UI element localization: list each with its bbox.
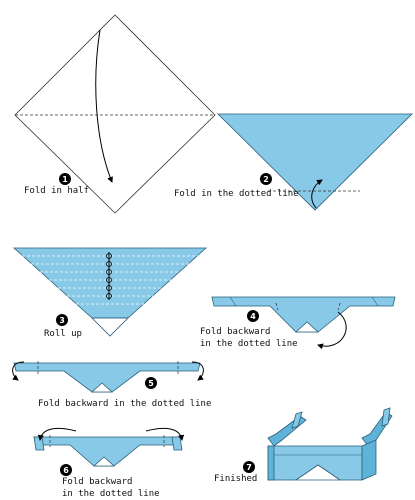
step-7-number-badge (243, 461, 255, 473)
step-7-figure (267, 407, 393, 481)
step-5-number-badge (145, 377, 157, 389)
step-2-number-badge (260, 173, 272, 185)
step-6-caption-line2: in the dotted line (62, 489, 160, 499)
step-7-label: 7 Finished (214, 461, 257, 484)
step-2-number: 2 (263, 175, 269, 184)
step-5-caption: Fold backward in the dotted line (38, 399, 211, 409)
step-1-label: 1 Fold in half (24, 173, 89, 196)
step-4-label: 4 Fold backward in the dotted line (200, 310, 298, 349)
step-7-caption: Finished (214, 474, 257, 484)
step-5-figure (12, 361, 204, 393)
step-2-caption: Fold in the dotted line (174, 189, 299, 199)
step-6-label: 6 Fold backward in the dotted line (60, 464, 160, 499)
step-3-label: 3 Roll up (44, 314, 82, 339)
step-3-caption: Roll up (44, 329, 82, 339)
step-4-figure (211, 296, 396, 350)
step-6-number-badge (60, 464, 72, 476)
step-1-figure (14, 14, 216, 214)
step-6-caption-line1: Fold backward (62, 477, 132, 487)
step-6-number: 6 (63, 466, 69, 475)
step-4-caption-line1: Fold backward (200, 327, 270, 337)
step-1-number-badge (59, 173, 71, 185)
step-3-number: 3 (59, 316, 65, 325)
step-4-caption-line2: in the dotted line (200, 339, 298, 349)
step-3-number-badge (56, 314, 68, 326)
step-4-number-badge (247, 310, 259, 322)
step-5-number: 5 (148, 379, 154, 388)
step-4-number: 4 (250, 312, 256, 321)
step-5-label: 5 Fold backward in the dotted line (38, 377, 211, 409)
step-6-figure (33, 427, 185, 467)
step-1-caption: Fold in half (24, 186, 89, 196)
step-3-figure (12, 247, 208, 337)
step-1-number: 1 (62, 175, 68, 184)
step-7-number: 7 (246, 463, 252, 472)
step-2-label: 2 Fold in the dotted line (174, 173, 299, 199)
step-2-figure (217, 113, 413, 211)
